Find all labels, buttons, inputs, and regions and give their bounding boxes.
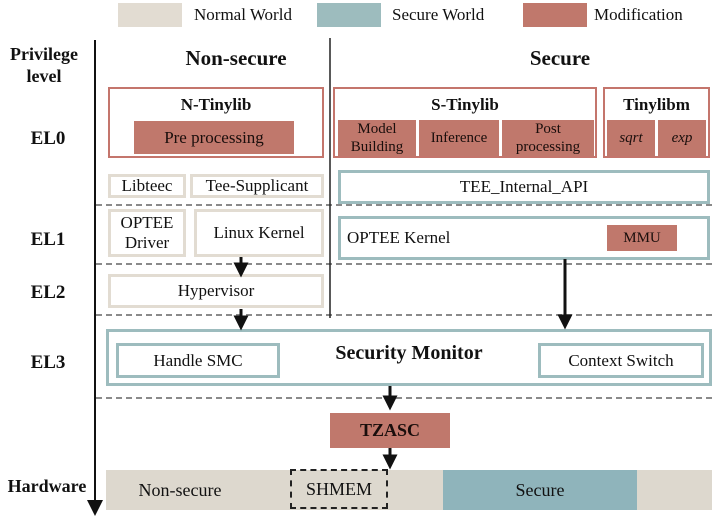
security-monitor-box: Security Monitor — [106, 329, 712, 386]
model-building-block: Model Building — [338, 120, 416, 156]
n-tinylib-box: N-Tinylib — [108, 87, 324, 158]
hardware-secure-label: Secure — [515, 480, 565, 500]
post-processing-block: Post processing — [502, 120, 594, 156]
optee-kernel-label: OPTEE Kernel — [347, 228, 451, 247]
shmem-region: SHMEM — [290, 469, 388, 509]
mmu-block: MMU — [607, 225, 677, 251]
handle-smc-box: Handle SMC — [116, 343, 280, 378]
level-label-el0: EL0 — [30, 128, 66, 149]
level-label-el2: EL2 — [30, 282, 66, 303]
tee-internal-api-box: TEE_Internal_API — [338, 170, 710, 204]
sqrt-block: sqrt — [607, 120, 655, 156]
level-label-el3: EL3 — [30, 352, 66, 373]
level-separator-el2-el3 — [96, 314, 712, 316]
libteec-box: Libteec — [108, 174, 186, 198]
pre-processing-block: Pre processing — [134, 121, 294, 154]
column-header-secure: Secure — [529, 46, 591, 70]
level-label-hardware: Hardware — [7, 476, 87, 496]
privilege-level-axis-title: Privilege level — [10, 44, 78, 86]
tee-supplicant-box: Tee-Supplicant — [190, 174, 324, 198]
legend-label-modification: Modification — [594, 5, 683, 24]
optee-driver-box: OPTEE Driver — [108, 209, 186, 257]
n-tinylib-title: N-Tinylib — [180, 95, 252, 114]
s-tinylib-box: S-Tinylib — [333, 87, 597, 158]
tinylibm-title: Tinylibm — [623, 95, 690, 114]
column-header-non-secure: Non-secure — [185, 46, 287, 70]
hypervisor-box: Hypervisor — [108, 274, 324, 308]
hardware-non-secure-label: Non-secure — [138, 480, 222, 500]
security-monitor-title: Security Monitor — [335, 342, 483, 364]
legend-label-normal-world: Normal World — [194, 5, 292, 24]
tinylibm-box: Tinylibm — [603, 87, 710, 158]
legend-swatch-secure-world — [317, 3, 381, 27]
s-tinylib-title: S-Tinylib — [431, 95, 499, 114]
tzasc-block: TZASC — [330, 413, 450, 448]
inference-block: Inference — [419, 120, 499, 156]
optee-kernel-box: OPTEE Kernel — [338, 216, 710, 260]
linux-kernel-box: Linux Kernel — [194, 209, 324, 257]
level-separator-el1-el2 — [96, 263, 712, 265]
level-separator-el3-hw — [96, 397, 712, 399]
level-separator-el0-el1 — [96, 204, 712, 206]
exp-block: exp — [658, 120, 706, 156]
level-label-el1: EL1 — [30, 229, 66, 250]
legend-swatch-normal-world — [118, 3, 182, 27]
legend-label-secure-world: Secure World — [392, 5, 485, 24]
legend-swatch-modification — [523, 3, 587, 27]
context-switch-box: Context Switch — [538, 343, 704, 378]
hardware-secure-region — [443, 470, 637, 510]
